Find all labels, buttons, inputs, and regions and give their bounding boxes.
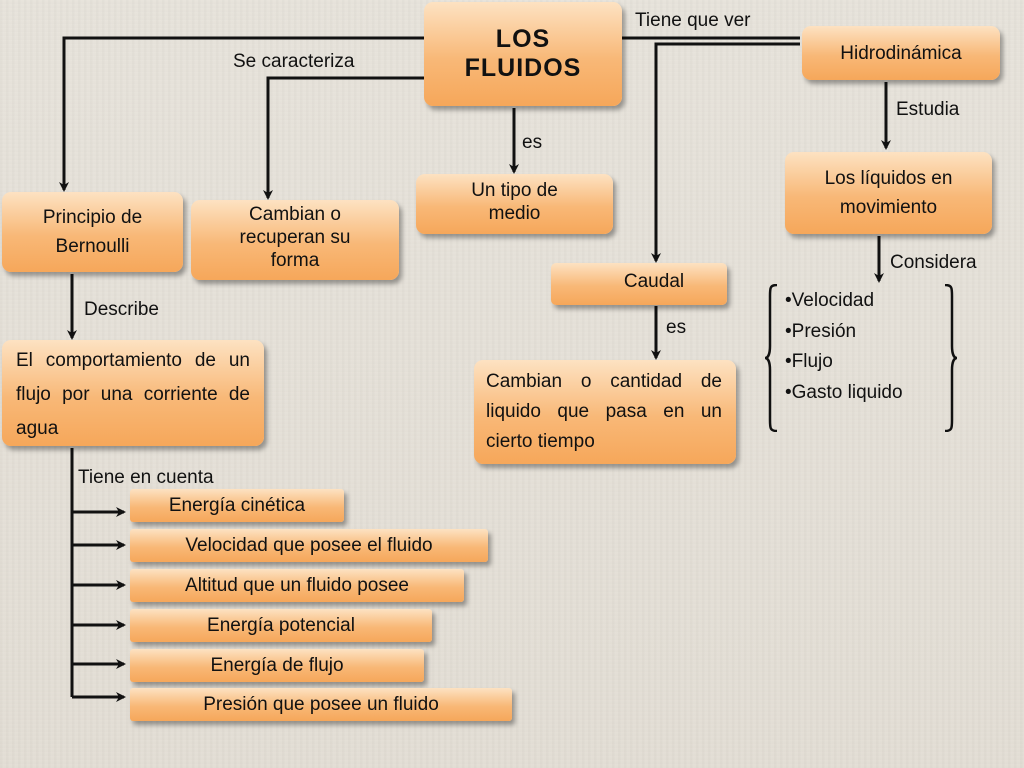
left-brace-icon — [764, 284, 778, 432]
factor-energia-flujo: Energía de flujo — [130, 649, 424, 682]
tipo-medio-text: Un tipo de medio — [471, 180, 558, 224]
label-se-caracteriza: Se caracteriza — [233, 51, 355, 72]
liquidos-text: Los líquidos en movimiento — [824, 168, 953, 218]
factor-text: Altitud que un fluido posee — [185, 574, 409, 596]
label-tiene-en-cuenta: Tiene en cuenta — [78, 467, 214, 488]
factor-text: Energía de flujo — [210, 654, 344, 676]
factor-text: Presión que posee un fluido — [203, 693, 439, 715]
factor-velocidad: Velocidad que posee el fluido — [130, 529, 488, 562]
hidrodinamica-box: Hidrodinámica — [802, 26, 1000, 80]
factor-presion: Presión que posee un fluido — [130, 688, 512, 721]
label-considera: Considera — [890, 252, 977, 273]
caudal-text: Caudal — [623, 270, 685, 292]
label-es-tipo: es — [522, 132, 543, 153]
factor-energia-potencial: Energía potencial — [130, 609, 432, 642]
label-describe: Describe — [84, 299, 159, 320]
factor-altitud: Altitud que un fluido posee — [130, 569, 464, 602]
title-box: LOS FLUIDOS — [424, 2, 622, 106]
cambian-cantidad-text: Cambian o cantidad de liquido que pasa e… — [486, 371, 722, 452]
label-es-caudal: es — [666, 317, 687, 338]
bernoulli-box: Principio de Bernoulli — [2, 192, 183, 272]
cambian-cantidad-box: Cambian o cantidad de liquido que pasa e… — [474, 360, 736, 464]
considera-list: •Velocidad •Presión •Flujo •Gasto liquid… — [785, 286, 903, 408]
comportamiento-text: El comportamiento de un flujo por una co… — [16, 350, 250, 439]
connector-to-caudal — [651, 42, 800, 263]
cambian-forma-text: Cambian o recuperan su forma — [239, 203, 351, 271]
connector-to-cambian-forma — [263, 76, 428, 200]
liquidos-box: Los líquidos en movimiento — [785, 152, 992, 234]
label-estudia: Estudia — [896, 99, 960, 120]
factor-energia-cinetica: Energía cinética — [130, 489, 344, 522]
cambian-forma-box: Cambian o recuperan su forma — [191, 200, 399, 280]
considera-item-presion: •Presión — [785, 320, 857, 342]
factor-text: Velocidad que posee el fluido — [185, 534, 433, 556]
considera-item-velocidad: •Velocidad — [785, 290, 875, 311]
label-tiene-que-ver: Tiene que ver — [635, 10, 751, 31]
right-brace-icon — [944, 284, 958, 432]
considera-item-gasto: •Gasto liquido — [785, 381, 903, 403]
considera-item-flujo: •Flujo — [785, 351, 833, 372]
tipo-medio-box: Un tipo de medio — [416, 174, 613, 234]
hidrodinamica-text: Hidrodinámica — [840, 42, 962, 64]
comportamiento-box: El comportamiento de un flujo por una co… — [2, 340, 264, 446]
page-title: LOS FLUIDOS — [464, 25, 582, 82]
factor-text: Energía cinética — [168, 494, 306, 516]
bernoulli-text: Principio de Bernoulli — [42, 207, 143, 257]
caudal-box: Caudal — [551, 263, 727, 305]
factor-text: Energía potencial — [207, 614, 355, 636]
